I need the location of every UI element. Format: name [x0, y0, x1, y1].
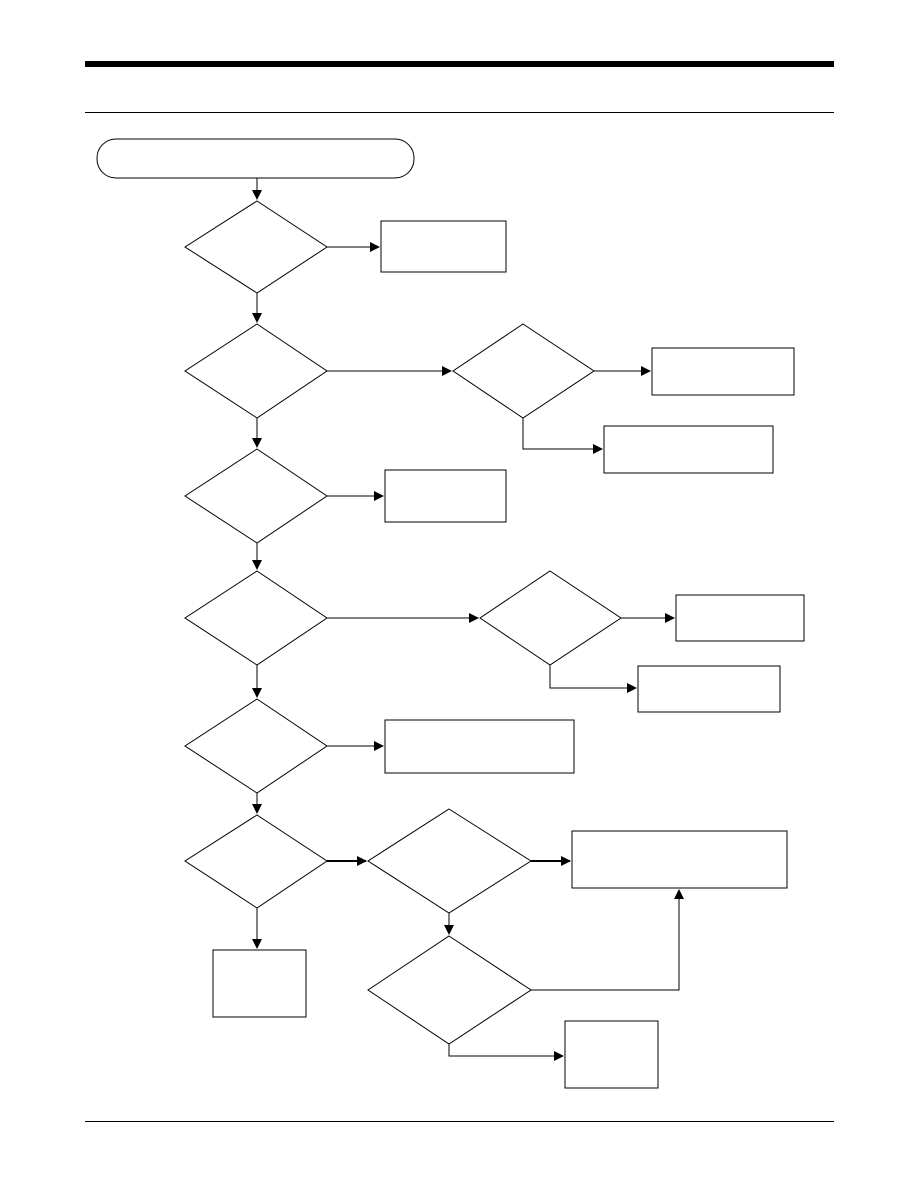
- process-p2a: [651, 347, 795, 396]
- decision-d2b: [452, 323, 595, 419]
- decision-d4: [184, 570, 328, 666]
- decision-d5: [184, 698, 328, 794]
- decision-d6b: [367, 808, 532, 914]
- connector-d4b-p4b: [549, 665, 637, 693]
- header-thin-rule: [85, 112, 834, 113]
- connector-d6c-p6a: [531, 889, 684, 991]
- process-p4b: [637, 665, 781, 713]
- process-p2b: [603, 425, 774, 474]
- connector-d2b-p2b: [522, 418, 603, 454]
- process-p4a: [675, 594, 805, 642]
- header-thick-rule: [85, 61, 834, 67]
- process-p6a: [571, 830, 788, 889]
- process-p6b: [212, 949, 307, 1018]
- decision-d6c: [367, 935, 532, 1045]
- footer-rule: [85, 1121, 834, 1122]
- decision-d2: [184, 323, 328, 419]
- connector-d6c-p6c: [448, 1044, 564, 1061]
- flow-connectors: [252, 178, 684, 1061]
- process-p3: [384, 469, 507, 523]
- decision-d6: [184, 814, 328, 909]
- decision-d1: [184, 200, 328, 294]
- flow-start-terminator: [96, 138, 415, 179]
- process-p5: [384, 719, 575, 774]
- decision-d3: [184, 448, 328, 544]
- decision-d4b: [479, 570, 622, 666]
- process-p1: [380, 220, 507, 273]
- process-p6c: [564, 1020, 659, 1089]
